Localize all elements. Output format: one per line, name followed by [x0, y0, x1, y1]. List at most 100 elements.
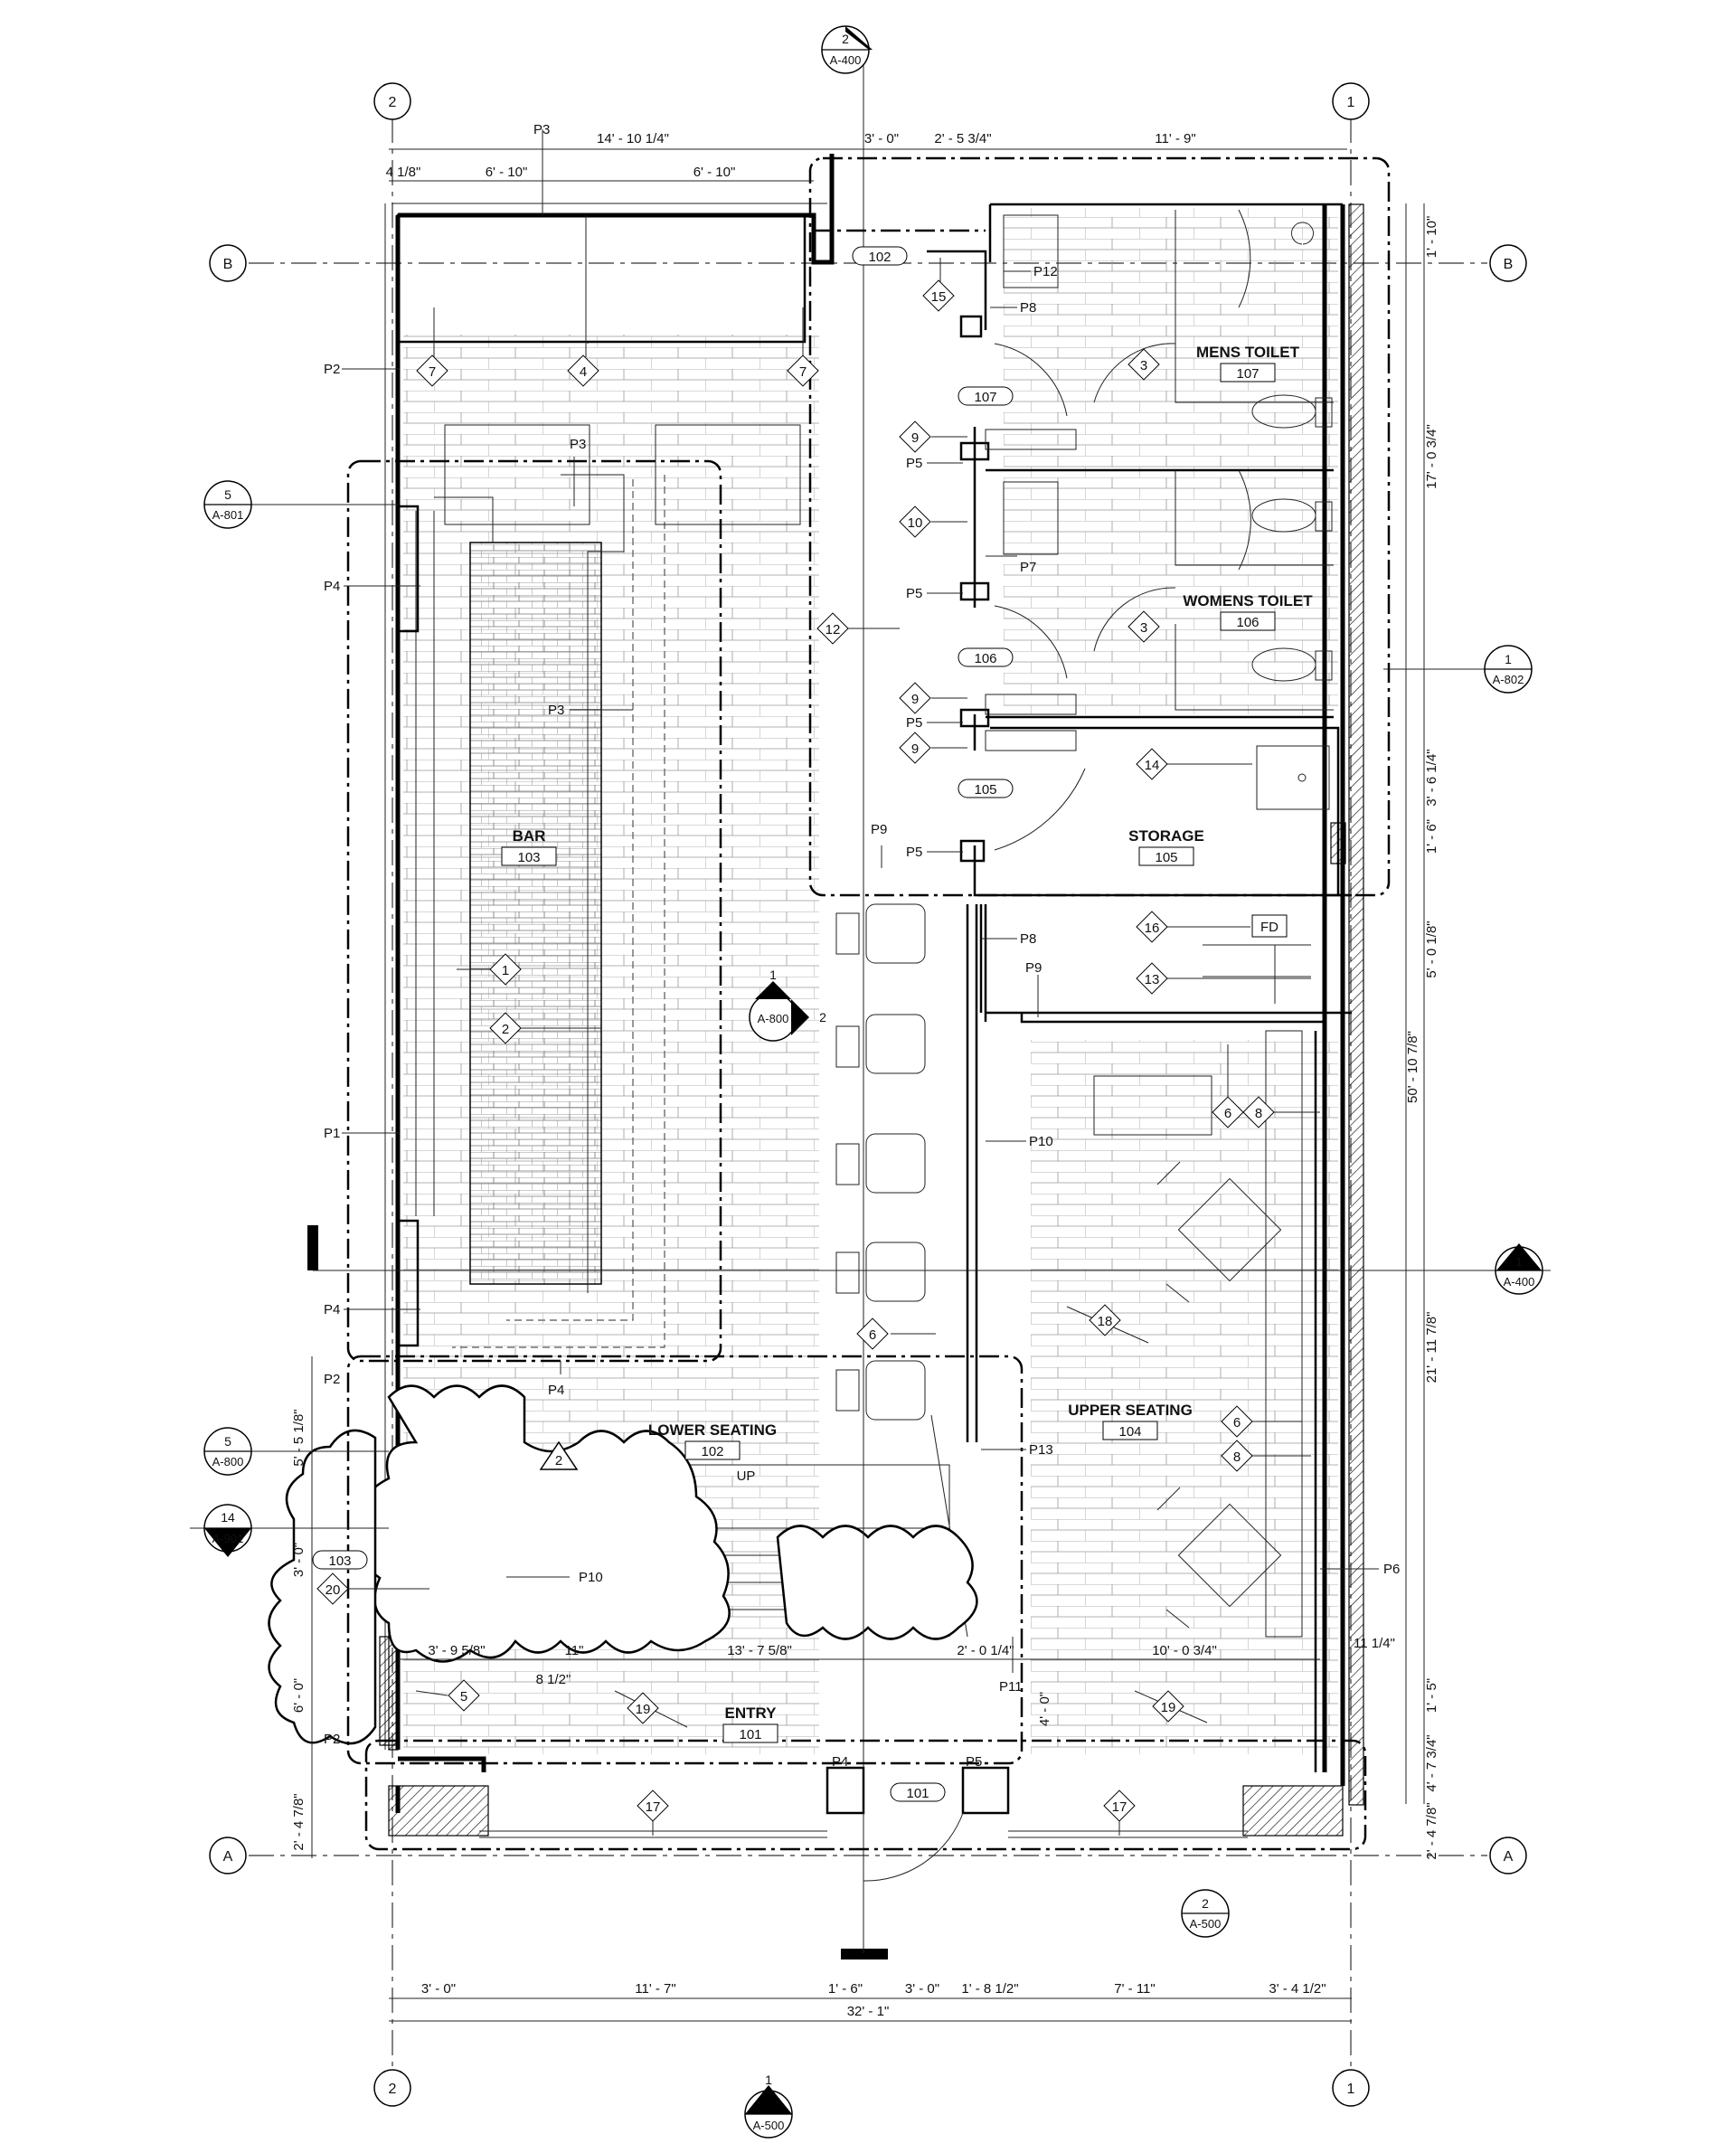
- svg-text:101: 101: [739, 1727, 761, 1742]
- room-label-bar: BAR 103: [501, 827, 557, 866]
- svg-text:5: 5: [224, 487, 231, 502]
- svg-text:14' - 10 1/4": 14' - 10 1/4": [597, 131, 669, 146]
- keynote-4: 4: [567, 222, 599, 387]
- svg-text:12: 12: [826, 622, 841, 637]
- left-dimensions: 5' - 5 1/8" 3' - 0" 6' - 0" 2' - 4 7/8": [291, 1409, 307, 1850]
- upper-seating-furniture: [966, 904, 1317, 1772]
- svg-text:P8: P8: [1020, 300, 1036, 316]
- svg-text:6: 6: [1224, 1106, 1231, 1121]
- svg-text:14: 14: [221, 1510, 235, 1525]
- svg-text:A-400: A-400: [1504, 1275, 1535, 1289]
- svg-text:1' - 8 1/2": 1' - 8 1/2": [961, 1981, 1018, 1997]
- svg-text:1' - 10": 1' - 10": [1424, 216, 1439, 259]
- svg-text:P4: P4: [832, 1754, 848, 1770]
- keynote-13: 13: [1136, 962, 1311, 995]
- svg-text:102: 102: [868, 250, 891, 265]
- svg-text:P3: P3: [570, 437, 586, 452]
- svg-text:P3: P3: [533, 122, 550, 137]
- svg-text:UPPER SEATING: UPPER SEATING: [1068, 1402, 1193, 1419]
- svg-text:105: 105: [974, 782, 996, 798]
- keynote-9-b: 9: [899, 682, 967, 714]
- keynote-9-a: 9: [899, 420, 967, 453]
- svg-text:P5: P5: [906, 586, 922, 601]
- door-tag-107: 107: [958, 386, 1014, 406]
- svg-text:A-802: A-802: [1493, 673, 1524, 686]
- svg-text:101: 101: [906, 1786, 929, 1801]
- svg-text:106: 106: [974, 651, 996, 666]
- svg-text:P4: P4: [548, 1383, 564, 1398]
- section-marker-a400-right: 1 A-400: [1495, 1243, 1543, 1295]
- svg-text:10' - 0 3/4": 10' - 0 3/4": [1152, 1643, 1217, 1658]
- svg-text:A-901: A-901: [212, 1532, 244, 1545]
- svg-text:4: 4: [580, 364, 587, 380]
- svg-text:8: 8: [1255, 1106, 1262, 1121]
- svg-text:P12: P12: [1033, 264, 1058, 279]
- svg-text:7' - 11": 7' - 11": [1114, 1981, 1155, 1997]
- svg-text:7: 7: [799, 364, 807, 380]
- keynote-16: 16: [1136, 911, 1250, 943]
- svg-text:A-800: A-800: [758, 1012, 789, 1025]
- svg-text:3: 3: [1140, 620, 1147, 636]
- svg-text:WOMENS TOILET: WOMENS TOILET: [1183, 592, 1313, 609]
- elevation-marker-a800: 1 2 A-800: [749, 968, 826, 1042]
- svg-text:P5: P5: [966, 1754, 982, 1770]
- svg-text:A: A: [223, 1849, 233, 1865]
- svg-text:13: 13: [1145, 972, 1160, 987]
- svg-text:A-800: A-800: [212, 1455, 244, 1468]
- svg-text:STORAGE: STORAGE: [1128, 827, 1204, 845]
- keynote-8-upper-b: 8: [1221, 1440, 1311, 1472]
- svg-text:A-801: A-801: [212, 508, 244, 522]
- svg-text:2: 2: [842, 32, 849, 46]
- svg-text:19: 19: [636, 1702, 651, 1717]
- keynote-6-upper-a: 6: [1212, 1044, 1244, 1128]
- svg-text:107: 107: [974, 390, 996, 405]
- storefront: [307, 36, 1551, 1959]
- svg-text:2: 2: [555, 1453, 562, 1468]
- svg-text:50' - 10 7/8": 50' - 10 7/8": [1405, 1031, 1420, 1103]
- keynote-9-c: 9: [899, 732, 967, 764]
- section-marker-a901: 14 A-901: [190, 1504, 389, 1557]
- svg-text:1: 1: [1515, 1254, 1523, 1269]
- interior-dimensions: 3' - 9 5/8" 11" 8 1/2" 13' - 7 5/8" 2' -…: [428, 1643, 1216, 1726]
- keynote-6-bar: 6: [856, 1317, 936, 1350]
- svg-text:P4: P4: [324, 1302, 340, 1317]
- svg-text:P13: P13: [1029, 1442, 1053, 1458]
- svg-text:3' - 0": 3' - 0": [905, 1981, 939, 1997]
- grid-bubble-a-right: A: [1489, 1837, 1527, 1874]
- svg-text:14: 14: [1145, 758, 1160, 773]
- svg-text:1: 1: [769, 968, 777, 982]
- keynote-19-entry: 19: [614, 1690, 688, 1728]
- svg-text:4' - 7 3/4": 4' - 7 3/4": [1424, 1734, 1439, 1791]
- door-tag-101: 101: [890, 1782, 946, 1802]
- grid-bubble-left-top: 2: [373, 82, 411, 120]
- keynote-20: 20: [316, 1572, 429, 1605]
- detail-marker-a500-right: 2 A-500: [1181, 1889, 1230, 1938]
- bottom-dimensions: 3' - 0" 11' - 7" 1' - 6" 3' - 0" 1' - 8 …: [421, 1981, 1326, 2019]
- fd-tag: FD: [1251, 914, 1288, 938]
- top-dimensions: 14' - 10 1/4" 3' - 0" 2' - 5 3/4" 11' - …: [386, 131, 1196, 180]
- room-label-upper-seating: UPPER SEATING 104: [1068, 1402, 1193, 1440]
- svg-text:20: 20: [326, 1582, 341, 1598]
- svg-text:32' - 1": 32' - 1": [847, 2004, 890, 2019]
- svg-text:FD: FD: [1260, 920, 1278, 935]
- svg-text:P5: P5: [906, 715, 922, 731]
- svg-text:P7: P7: [1020, 560, 1036, 575]
- room-label-womens-toilet: WOMENS TOILET 106: [1183, 592, 1313, 631]
- svg-text:P9: P9: [871, 822, 887, 837]
- svg-text:3' - 4 1/2": 3' - 4 1/2": [1269, 1981, 1326, 1997]
- svg-text:18: 18: [1098, 1314, 1113, 1329]
- svg-text:P1: P1: [324, 1126, 340, 1141]
- svg-text:2: 2: [819, 1010, 826, 1025]
- door-tag-106: 106: [958, 647, 1014, 667]
- svg-text:A-400: A-400: [830, 53, 862, 67]
- svg-text:2: 2: [389, 2082, 397, 2097]
- svg-text:17: 17: [646, 1799, 661, 1815]
- svg-text:3' - 0": 3' - 0": [291, 1543, 307, 1577]
- svg-text:1: 1: [1505, 652, 1512, 666]
- keynote-14: 14: [1136, 748, 1252, 780]
- svg-text:ENTRY: ENTRY: [725, 1704, 778, 1722]
- svg-text:1: 1: [765, 2073, 772, 2087]
- svg-text:102: 102: [701, 1444, 723, 1459]
- right-dimensions: 1' - 10" 17' - 0 3/4" 3' - 6 1/4" 1' - 6…: [1354, 216, 1439, 1860]
- keynote-10: 10: [899, 505, 967, 538]
